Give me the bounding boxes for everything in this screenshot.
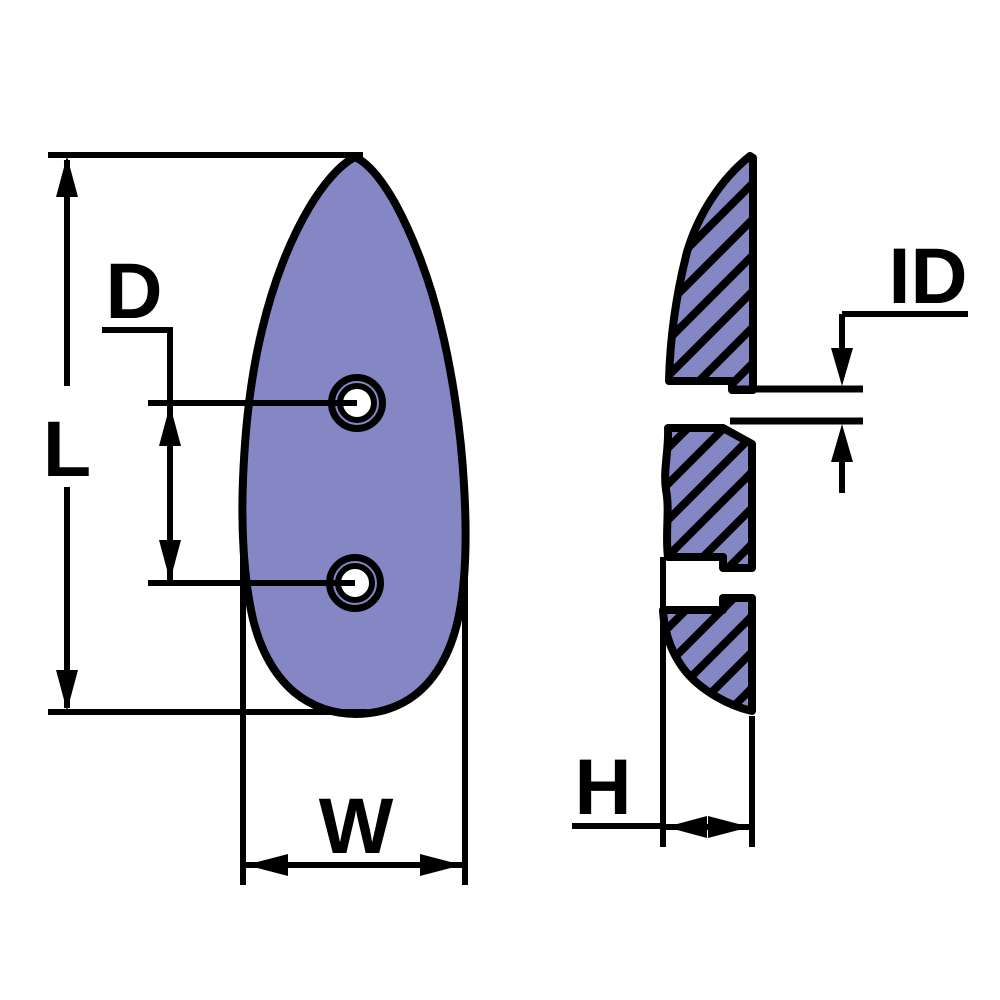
L-label: L (43, 404, 91, 493)
dimension-W: W (240, 520, 468, 885)
section-upper (665, 152, 757, 394)
ID-arrow-down (831, 348, 853, 386)
L-arrow-up (56, 156, 78, 197)
L-arrow-down (56, 670, 78, 711)
H-arrow-left (666, 816, 707, 838)
W-arrow-left (246, 854, 288, 876)
ID-arrow-up (831, 424, 853, 462)
D-leader (102, 327, 173, 403)
dimension-ID: ID (730, 231, 968, 493)
D-arrow-down (159, 540, 181, 581)
D-arrow-up (159, 405, 181, 446)
dimension-L: L (43, 152, 367, 715)
D-label: D (105, 246, 162, 335)
W-label: W (319, 781, 394, 870)
ID-label: ID (889, 231, 968, 320)
section-middle (661, 424, 756, 572)
dimension-H: H (572, 557, 755, 847)
dimension-D: D (102, 246, 357, 586)
side-view-cross-section (659, 152, 757, 715)
section-bottom (659, 594, 756, 715)
H-label: H (574, 742, 631, 831)
W-arrow-right (420, 854, 462, 876)
H-arrow-right (708, 816, 750, 838)
